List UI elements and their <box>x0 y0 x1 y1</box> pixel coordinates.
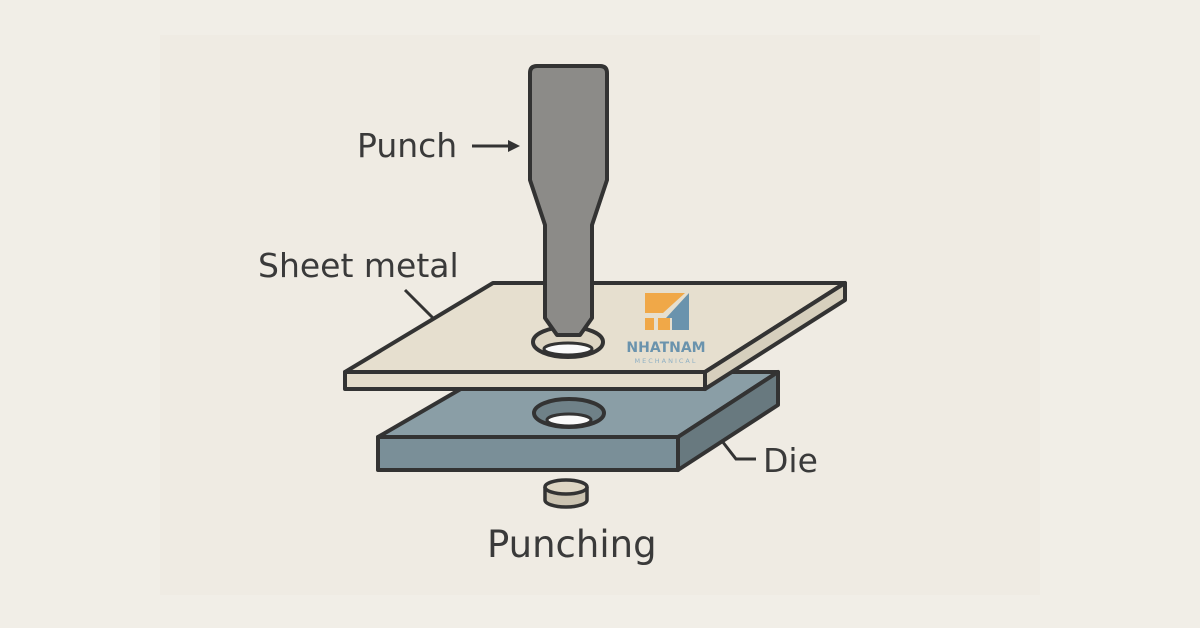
caption-punching: Punching <box>487 523 657 566</box>
sheet-metal-leader <box>403 288 435 320</box>
die-label: Die <box>763 441 818 480</box>
die-leader <box>720 440 756 461</box>
punch-label: Punch <box>357 126 457 165</box>
sheet-front-face <box>343 370 707 391</box>
logo-subtitle: MECHANICAL <box>635 357 698 365</box>
punch-arrow <box>472 140 520 152</box>
sheet-side-face <box>703 281 847 391</box>
sheet-metal-label: Sheet metal <box>258 246 459 285</box>
punch-tool <box>528 64 609 337</box>
punched-slug <box>543 478 589 509</box>
nhatnam-logo: NHATNAM MECHANICAL <box>626 293 706 365</box>
die-side-face <box>676 370 780 472</box>
die-front-face <box>376 435 680 472</box>
logo-name: NHATNAM <box>626 340 705 356</box>
sheet-metal <box>343 281 847 391</box>
